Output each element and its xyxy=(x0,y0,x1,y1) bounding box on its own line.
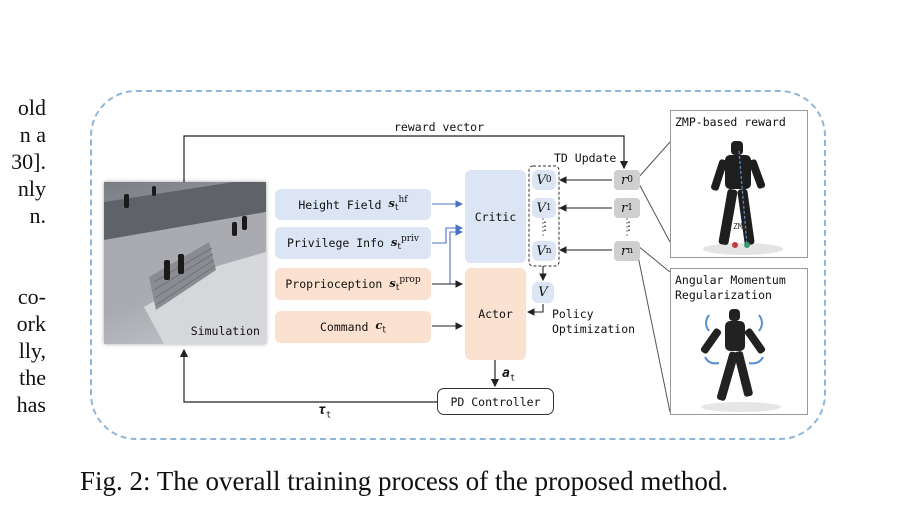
height-field-label: Height Field xyxy=(298,197,382,212)
reward-r0-symbol: r xyxy=(621,172,628,188)
proprioception-box: Proprioception stprop xyxy=(275,268,431,300)
action-symbol: a xyxy=(502,366,510,381)
actor-label: Actor xyxy=(478,307,513,321)
value-vn-symbol: V xyxy=(536,243,546,259)
value-v0-symbol: V xyxy=(536,172,546,188)
command-box: Command ct xyxy=(275,311,431,343)
terrain-illustration xyxy=(104,182,266,344)
text-line: n. xyxy=(29,203,47,228)
pd-controller-box: PD Controller xyxy=(437,388,554,415)
privilege-info-box: Privilege Info stpriv xyxy=(275,227,431,259)
td-update-label: TD Update xyxy=(554,151,617,165)
proprio-subscript: t xyxy=(395,283,400,294)
proprio-symbol: s xyxy=(389,275,396,290)
reward-dots: ⋮ xyxy=(623,219,635,233)
torque-label: τt xyxy=(318,403,331,421)
torque-subscript: t xyxy=(325,410,332,421)
policy-label-line1: Policy xyxy=(552,307,594,321)
critic-label: Critic xyxy=(474,209,517,224)
reward-r1-sup: 1 xyxy=(627,203,633,213)
value-v-symbol: V xyxy=(538,285,548,300)
reward-rn-sup: n xyxy=(627,246,633,256)
humanoid-robot-illustration xyxy=(703,141,783,255)
value-v0-sup: 0 xyxy=(545,175,552,185)
height-field-subscript: t xyxy=(394,203,399,214)
text-line: the xyxy=(19,365,46,390)
actor-box: Actor xyxy=(465,268,526,360)
text-line: ork xyxy=(16,311,46,336)
proprioception-label: Proprioception xyxy=(285,277,383,291)
command-symbol: c xyxy=(375,318,383,333)
zmp-panel-title: ZMP-based reward xyxy=(675,115,786,129)
figure-caption: Fig. 2: The overall training process of … xyxy=(80,466,729,496)
reward-r1-symbol: r xyxy=(621,200,628,216)
text-line: has xyxy=(16,392,46,417)
value-vn-sup: n xyxy=(545,246,552,256)
privilege-subscript: t xyxy=(397,242,401,253)
height-field-box: Height Field sthf xyxy=(275,189,431,220)
clipped-body-text: old n a 30]. nly n. co- ork lly, the has xyxy=(0,94,46,418)
zmp-reward-panel: ZMP-based reward ZML xyxy=(670,110,808,258)
text-line: co- xyxy=(17,284,46,309)
simulation-image: Simulation xyxy=(104,182,266,344)
angular-title-line2: Regularization xyxy=(675,288,772,302)
height-field-symbol: s xyxy=(388,196,395,211)
value-v1-symbol: V xyxy=(536,200,546,216)
action-subscript: t xyxy=(509,373,516,384)
proprio-superscript: prop xyxy=(399,274,421,285)
angular-panel-title: Angular Momentum Regularization xyxy=(675,273,786,303)
action-label: at xyxy=(502,366,515,384)
privilege-superscript: priv xyxy=(400,233,419,244)
text-line: old xyxy=(17,95,46,120)
reward-vector-label: reward vector xyxy=(394,120,485,134)
reward-rn-symbol: r xyxy=(620,243,628,259)
critic-box: Critic xyxy=(465,170,526,263)
figure-frame xyxy=(90,90,826,440)
privilege-info-label: Privilege Info xyxy=(286,236,384,250)
pd-controller-label: PD Controller xyxy=(450,394,541,409)
text-line: n a xyxy=(19,122,46,147)
value-v: V xyxy=(532,282,554,303)
simulation-label: Simulation xyxy=(190,324,260,338)
reward-r0-sup: 0 xyxy=(627,175,633,185)
privilege-symbol: s xyxy=(390,234,398,249)
text-line: 30]. xyxy=(11,149,46,174)
command-subscript: t xyxy=(382,325,387,336)
policy-label-line2: Optimization xyxy=(552,322,636,336)
height-field-superscript: hf xyxy=(398,195,408,206)
value-dots: ⋮ xyxy=(539,219,551,233)
text-line: nly xyxy=(17,176,46,201)
text-line: lly, xyxy=(18,338,46,363)
angular-title-line1: Angular Momentum xyxy=(675,273,786,287)
torque-symbol: τ xyxy=(318,403,326,418)
angular-momentum-panel: Angular Momentum Regularization xyxy=(670,268,808,415)
value-v1-sup: 1 xyxy=(545,203,552,213)
command-label: Command xyxy=(319,320,369,334)
robot-silhouettes xyxy=(124,186,247,280)
humanoid-robot-walking-illustration xyxy=(700,309,781,412)
zmp-line-label: ZML xyxy=(733,222,748,231)
